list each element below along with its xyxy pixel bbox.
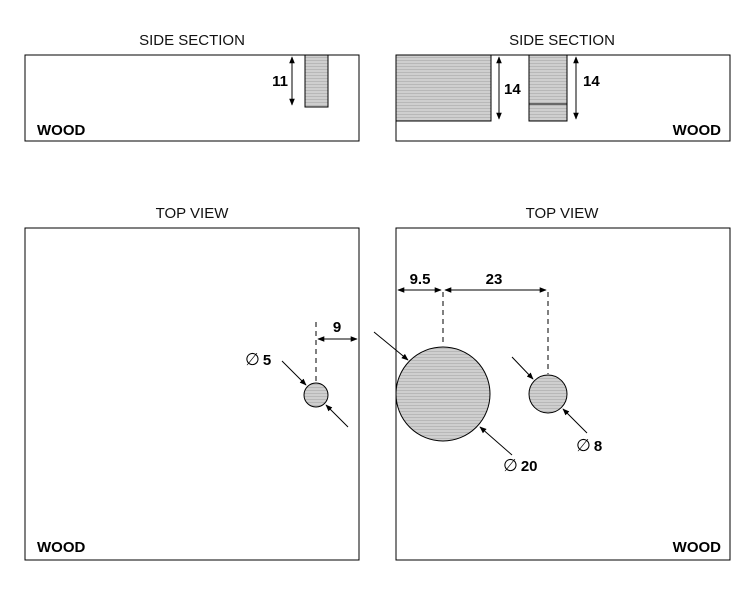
small-hole-section: [528, 54, 568, 122]
right-top-view-panel: TOP VIEW 9.5 23 ∅20 ∅8 WOOD: [373, 205, 731, 561]
panel-title: SIDE SECTION: [509, 32, 615, 49]
offset-label-b: 23: [486, 271, 503, 288]
material-label: WOOD: [673, 122, 721, 139]
diameter-symbol: ∅: [245, 350, 260, 369]
drill-hole-5: [303, 382, 329, 408]
panel-title: TOP VIEW: [156, 205, 230, 222]
diameter-symbol: ∅: [503, 456, 518, 475]
diameter-value: 8: [594, 438, 602, 455]
offset-label-a: 9.5: [410, 271, 431, 288]
depth-label-left: 14: [504, 81, 521, 98]
large-hole-section: [395, 54, 492, 122]
drill-hole-20: [395, 346, 491, 442]
depth-label: 11: [272, 73, 288, 90]
small-diameter-leader-bottom: [562, 408, 588, 434]
drill-hole-8: [528, 374, 568, 414]
right-side-section-panel: SIDE SECTION 14 14 WOOD: [395, 32, 731, 142]
diameter-leader-top: [281, 360, 307, 386]
offset-label: 9: [333, 319, 341, 336]
depth-label-right: 14: [583, 73, 600, 90]
material-label: WOOD: [673, 539, 721, 556]
panel-title: TOP VIEW: [526, 205, 600, 222]
wood-block-outline: [24, 54, 360, 142]
small-diameter-leader-top: [511, 356, 534, 380]
large-diameter-label: ∅20: [503, 456, 538, 475]
material-label: WOOD: [37, 122, 85, 139]
panel-title: SIDE SECTION: [139, 32, 245, 49]
material-label: WOOD: [37, 539, 85, 556]
diameter-label: ∅5: [245, 350, 271, 369]
diameter-leader-bottom: [325, 404, 349, 428]
diameter-symbol: ∅: [576, 436, 591, 455]
drill-hole-section: [304, 54, 329, 108]
diameter-value: 20: [521, 458, 538, 475]
small-diameter-label: ∅8: [576, 436, 602, 455]
wood-block-outline: [24, 227, 360, 561]
left-top-view-panel: TOP VIEW 9 ∅5 WOOD: [24, 205, 360, 561]
large-diameter-leader-top: [373, 331, 409, 361]
left-side-section-panel: SIDE SECTION 11 WOOD: [24, 32, 360, 142]
large-diameter-leader-bottom: [479, 426, 513, 456]
diameter-value: 5: [263, 352, 271, 369]
